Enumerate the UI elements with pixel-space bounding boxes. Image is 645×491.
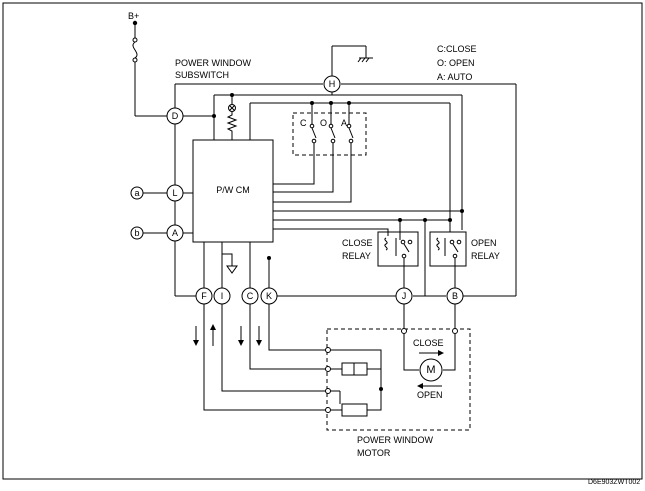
- battery-label: B+: [128, 11, 139, 21]
- resistor-icon: [226, 112, 238, 140]
- terminal-f: F: [195, 287, 213, 305]
- svg-text:I: I: [221, 291, 224, 301]
- input-a-label: a: [134, 188, 139, 198]
- page-border: [2, 2, 643, 480]
- motor-outline: [326, 328, 471, 431]
- input-b-label: b: [134, 228, 139, 238]
- motor-close-arrow-icon: [419, 350, 444, 356]
- ground-icon: [331, 45, 373, 76]
- input-b: b: [130, 226, 193, 240]
- svg-text:J: J: [402, 291, 407, 301]
- motor-label-line1: POWER WINDOW: [357, 435, 433, 445]
- open-relay-coil-icon: [436, 237, 440, 251]
- legend-auto: A: AUTO: [437, 72, 472, 82]
- terminal-a: A: [166, 224, 184, 242]
- svg-text:L: L: [172, 188, 177, 198]
- switch-a: A: [341, 118, 347, 128]
- switch-c: C: [300, 118, 307, 128]
- close-relay-label-line1: CLOSE: [342, 238, 373, 248]
- signal-arrows: [193, 324, 262, 346]
- svg-text:K: K: [266, 291, 272, 301]
- subswitch-label-line1: POWER WINDOW: [175, 58, 251, 68]
- position-sensor-2: [331, 387, 383, 417]
- switch-o: O: [320, 118, 327, 128]
- svg-text:C: C: [247, 291, 254, 301]
- close-relay-label-line2: RELAY: [342, 251, 371, 261]
- motor-open-label: OPEN: [417, 390, 443, 400]
- open-relay-label-line2: RELAY: [471, 251, 500, 261]
- terminal-j: J: [395, 287, 413, 305]
- open-relay-label-line1: OPEN: [471, 238, 497, 248]
- switch-legend: C:CLOSE O: OPEN A: AUTO: [437, 44, 477, 82]
- signal-ground-icon: [226, 265, 238, 274]
- legend-open: O: OPEN: [437, 58, 475, 68]
- svg-text:B: B: [452, 291, 458, 301]
- pw-control-module: [192, 139, 274, 243]
- input-a: a: [130, 186, 193, 200]
- fuse-icon: [132, 41, 138, 59]
- terminal-h: H: [323, 75, 341, 93]
- svg-text:A: A: [172, 228, 178, 238]
- subswitch-label-line2: SUBSWITCH: [175, 70, 229, 80]
- motor-icon: M: [419, 358, 443, 382]
- terminal-d: D: [166, 107, 184, 125]
- subswitch-boundary: [174, 83, 517, 297]
- open-relay: [429, 231, 467, 288]
- close-relay-coil-icon: [384, 237, 388, 251]
- battery-supply: B+: [128, 11, 168, 117]
- window-switch-box: [292, 112, 367, 156]
- svg-text:H: H: [329, 79, 336, 89]
- legend-close: C:CLOSE: [437, 44, 477, 54]
- terminal-k: K: [260, 287, 278, 305]
- close-relay: [377, 231, 419, 288]
- svg-text:D: D: [172, 111, 179, 121]
- terminal-c: C: [241, 287, 259, 305]
- svg-text:F: F: [201, 291, 207, 301]
- motor-label-line2: MOTOR: [357, 448, 391, 458]
- switch-contacts: [309, 103, 354, 144]
- svg-text:M: M: [426, 364, 435, 376]
- position-sensor-1: [331, 349, 382, 389]
- motor-close-label: CLOSE: [413, 338, 444, 348]
- terminal-b: B: [446, 287, 464, 305]
- terminal-l: L: [166, 184, 184, 202]
- figure-code: D6E903ZWT002: [588, 479, 640, 486]
- terminal-i: I: [213, 287, 231, 305]
- motor-open-arrow-icon: [417, 383, 442, 389]
- pw-cm-label: P/W CM: [216, 185, 250, 195]
- indicator-lamp-icon: [228, 104, 236, 112]
